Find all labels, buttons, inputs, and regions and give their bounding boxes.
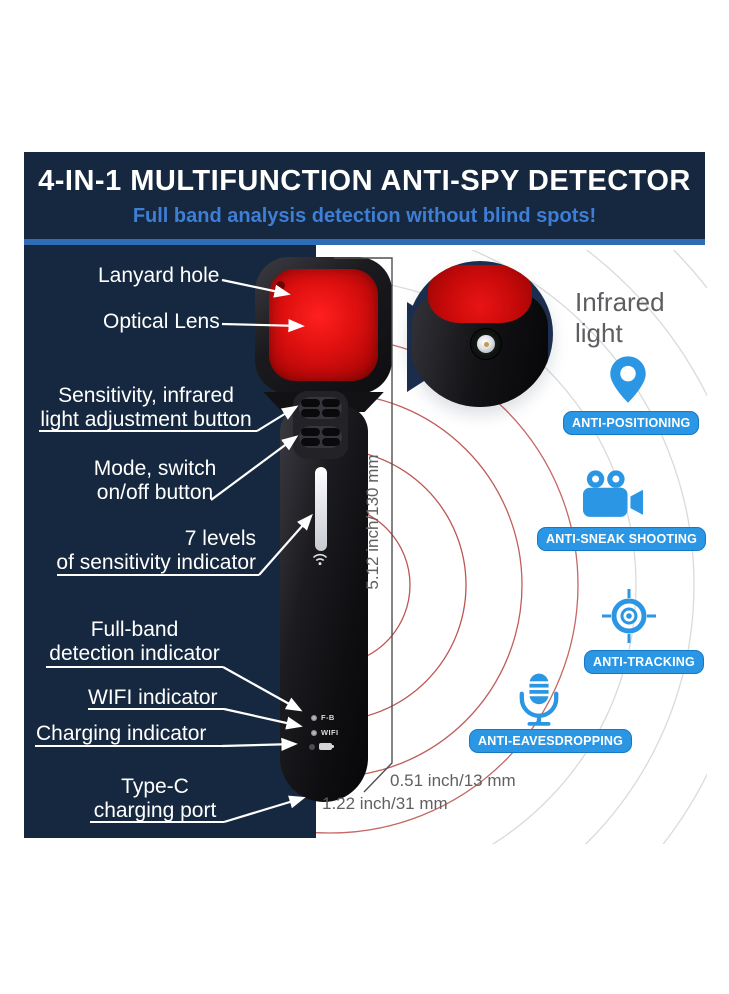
fullband-led	[311, 714, 317, 721]
infrared-light-magnifier	[407, 261, 553, 407]
fullband-led-row: F-B	[311, 713, 335, 722]
wifi-led-label: WIFI	[321, 728, 339, 737]
header-banner: 4-IN-1 MULTIFUNCTION ANTI-SPY DETECTOR F…	[24, 152, 705, 245]
target-crosshair-icon	[602, 589, 656, 643]
callout-sensitivity-levels: 7 levels of sensitivity indicator	[56, 527, 256, 574]
infrared-led	[470, 328, 502, 360]
device-width-dimension: 1.22 inch/31 mm	[322, 794, 448, 813]
callout-optical-lens: Optical Lens	[103, 310, 220, 333]
video-camera-icon	[582, 470, 644, 517]
device-height-dimension: 5.12 inch/130 mm	[363, 454, 382, 590]
wifi-icon	[312, 553, 328, 566]
callout-sensitivity-button: Sensitivity, infrared light adjustment b…	[40, 384, 252, 431]
callout-wifi-indicator: WIFI indicator	[88, 686, 218, 709]
wifi-led	[311, 729, 317, 736]
optical-lens	[269, 269, 378, 381]
callout-lanyard-hole: Lanyard hole	[98, 264, 220, 287]
battery-icon	[319, 743, 334, 750]
sensitivity-indicator-strip	[315, 467, 327, 551]
mode-power-button	[299, 426, 342, 448]
callout-charging-indicator: Charging indicator	[36, 722, 207, 745]
page-subtitle: Full band analysis detection without bli…	[132, 205, 597, 227]
location-pin-icon	[610, 356, 646, 403]
fullband-led-label: F-B	[321, 713, 335, 722]
callout-mode-button: Mode, switch on/off button	[93, 457, 217, 504]
anti-sneak-shooting-badge: ANTI-SNEAK SHOOTING	[537, 527, 707, 551]
device-thickness-dimension: 0.51 inch/13 mm	[390, 771, 516, 790]
sensitivity-adjust-button	[299, 397, 342, 419]
infrared-light-caption: Infrared light	[575, 287, 665, 348]
charging-led	[309, 743, 315, 750]
callout-fullband-indicator: Full-band detection indicator	[49, 618, 220, 665]
charging-led-row	[309, 743, 334, 750]
wifi-led-row: WIFI	[311, 728, 338, 737]
anti-eavesdropping-badge: ANTI-EAVESDROPPING	[469, 729, 633, 753]
anti-positioning-badge: ANTI-POSITIONING	[563, 411, 700, 435]
callout-typec-port: Type-C charging port	[93, 775, 217, 822]
page-title: 4-IN-1 MULTIFUNCTION ANTI-SPY DETECTOR	[38, 165, 691, 197]
magnified-red-lens	[428, 265, 532, 323]
lanyard-hole	[276, 281, 285, 290]
anti-tracking-badge: ANTI-TRACKING	[584, 650, 704, 674]
microphone-icon	[519, 673, 559, 726]
